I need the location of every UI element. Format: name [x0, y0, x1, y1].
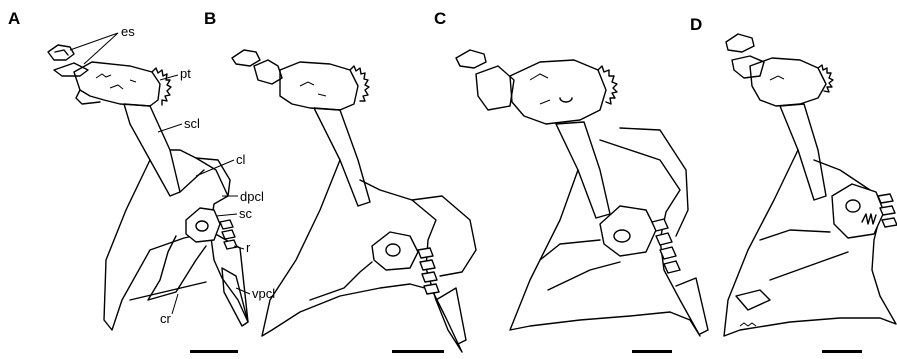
leader-sc — [216, 214, 237, 216]
panel-d: D — [690, 15, 897, 353]
panel-a: A es pt scl cl dpcl — [8, 9, 275, 353]
posttemporal-sutures — [530, 74, 550, 104]
label-vpcl: vpcl — [252, 286, 275, 301]
posttemporal-serration — [598, 66, 617, 104]
panel-label-c: C — [434, 9, 446, 28]
scale-bar-b — [392, 350, 444, 353]
scapulocoracoid — [372, 232, 418, 270]
radials — [878, 194, 897, 227]
extrascapular-bone — [232, 50, 260, 66]
cleithrum-ridge — [180, 170, 204, 192]
label-dpcl: dpcl — [240, 189, 264, 204]
scale-bar-c — [632, 350, 672, 353]
panel-label-a: A — [8, 9, 20, 28]
scale-bar-d — [822, 350, 862, 353]
posttemporal-bone — [280, 62, 358, 110]
label-es: es — [121, 24, 135, 39]
extrascapular-detail — [55, 50, 68, 55]
extrascapular-bone — [476, 66, 514, 110]
supracleithrum — [780, 104, 826, 200]
panel-b: B — [204, 9, 476, 353]
label-cr: cr — [160, 311, 172, 326]
scapulocoracoid — [600, 206, 656, 256]
posttemporal-notch — [560, 98, 572, 102]
coracoid — [310, 262, 372, 300]
leader-vpcl — [236, 288, 250, 294]
label-cl: cl — [236, 152, 246, 167]
scapulocoracoid — [186, 208, 220, 242]
leader-cr — [172, 294, 178, 314]
label-r: r — [246, 240, 251, 255]
extrascapular-bone — [732, 56, 764, 78]
radials — [652, 219, 680, 273]
posttemporal-sutures — [96, 74, 136, 89]
posttemporal-bone — [510, 60, 606, 124]
label-sc: sc — [239, 206, 253, 221]
extrascapular-bone — [254, 60, 282, 84]
posttemporal-lower — [76, 90, 100, 104]
posttemporal-bone — [74, 62, 160, 106]
leader-cl — [196, 160, 234, 176]
posttemporal-serration — [818, 65, 833, 92]
supracleithrum — [556, 122, 610, 218]
coracoid — [148, 236, 206, 300]
coracoid — [760, 230, 848, 280]
extrascapular-bone — [456, 50, 486, 68]
scale-bar-a — [190, 350, 238, 353]
panel-label-b: B — [204, 9, 216, 28]
extrascapular-bone — [54, 63, 88, 76]
posttemporal-bone — [750, 58, 826, 106]
supracleithrum — [314, 108, 370, 206]
cleithrum-ventral-line — [130, 282, 206, 300]
leader-scl — [158, 124, 182, 132]
ventral-postcleithrum — [676, 278, 708, 334]
posttemporal-serration — [350, 66, 369, 101]
ventral-flange — [736, 290, 770, 310]
label-pt: pt — [180, 66, 191, 81]
posttemporal-sutures — [770, 76, 784, 80]
cleithrum — [724, 150, 896, 336]
radials — [220, 220, 237, 249]
panel-c: C — [434, 9, 708, 353]
extrascapular-bone — [48, 45, 74, 60]
panel-label-d: D — [690, 15, 702, 34]
leader-es — [70, 33, 118, 64]
extrascapular-bone — [726, 34, 754, 52]
label-scl: scl — [184, 116, 200, 131]
posttemporal-sutures — [300, 82, 326, 96]
posttemporal-serration — [152, 68, 171, 105]
ventral-texture — [740, 323, 756, 326]
